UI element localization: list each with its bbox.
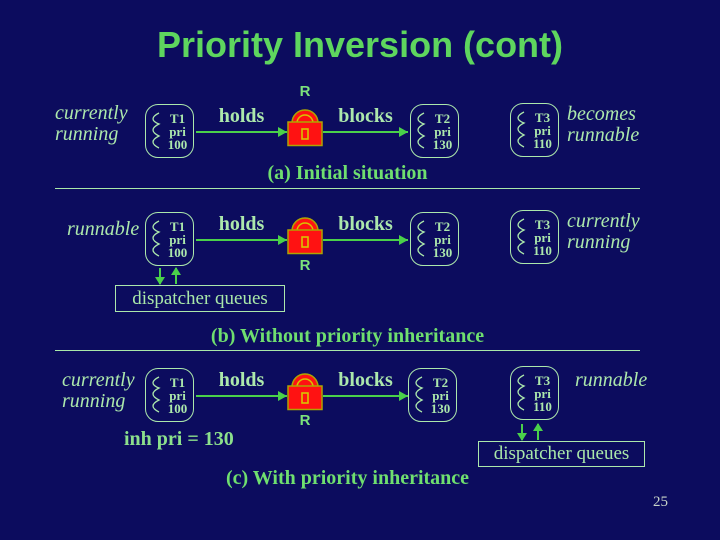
task-pri-label: pri bbox=[169, 231, 186, 247]
task-pri-value: 130 bbox=[432, 244, 453, 260]
task-pri-value: 130 bbox=[430, 400, 451, 416]
dispatcher-down-arrow-c bbox=[517, 424, 527, 441]
annotation-line: runnable bbox=[67, 218, 140, 240]
task-pri-value: 110 bbox=[533, 398, 552, 414]
page-number: 25 bbox=[653, 494, 668, 510]
task-box-t3-c: T3 pri 110 bbox=[510, 366, 559, 420]
blocks-label-a: blocks bbox=[338, 105, 393, 127]
caption-a: (a) Initial situation bbox=[267, 162, 428, 184]
caption-b: (b) Without priority inheritance bbox=[210, 325, 485, 347]
annotation-line: runnable bbox=[567, 124, 640, 146]
task-pri-label: pri bbox=[534, 385, 551, 401]
separator-line bbox=[55, 188, 640, 189]
task-name: T2 bbox=[434, 218, 451, 234]
blocks-arrow-b bbox=[323, 235, 408, 245]
task-squiggle-icon bbox=[417, 112, 426, 149]
task-box-t2-b: T2 pri 130 bbox=[410, 212, 459, 266]
task-name: T1 bbox=[169, 374, 186, 390]
resource-label-b: R bbox=[299, 257, 311, 274]
task-pri-label: pri bbox=[534, 122, 551, 138]
task-pri-value: 100 bbox=[167, 400, 188, 416]
holds-label-b: holds bbox=[218, 213, 265, 235]
dispatcher-down-arrow-b bbox=[155, 268, 165, 285]
task-pri-value: 100 bbox=[167, 136, 188, 152]
annotation-t3-a: becomes runnable bbox=[567, 104, 639, 146]
task-box-t3-a: T3 pri 110 bbox=[510, 103, 559, 157]
annotation-line: runnable bbox=[575, 369, 648, 391]
task-squiggle-icon bbox=[517, 218, 526, 255]
annotation-t3-b: currently running bbox=[567, 211, 640, 253]
annotation-t1-a: currently running bbox=[55, 103, 128, 145]
task-squiggle-icon bbox=[152, 220, 161, 257]
task-squiggle-icon bbox=[417, 220, 426, 257]
blocks-arrow-a bbox=[323, 127, 408, 137]
task-name: T1 bbox=[169, 218, 186, 234]
annotation-t3-c: runnable bbox=[575, 370, 647, 391]
blocks-label-b: blocks bbox=[338, 213, 393, 235]
holds-label-a: holds bbox=[218, 105, 265, 127]
lock-icon-a bbox=[287, 99, 323, 152]
dispatcher-up-arrow-b bbox=[171, 267, 181, 284]
task-pri-label: pri bbox=[434, 123, 451, 139]
task-pri-label: pri bbox=[432, 387, 449, 403]
separator-line bbox=[55, 350, 640, 351]
task-pri-label: pri bbox=[169, 123, 186, 139]
task-box-t1-a: T1 pri 100 bbox=[145, 104, 194, 158]
annotation-t1-c: currently running bbox=[62, 370, 135, 412]
holds-arrow-a bbox=[196, 127, 287, 137]
slide-title: Priority Inversion (cont) bbox=[156, 24, 564, 65]
task-squiggle-icon bbox=[517, 111, 526, 148]
task-pri-value: 110 bbox=[533, 135, 552, 151]
dispatcher-queues-box-c: dispatcher queues bbox=[478, 441, 645, 467]
task-name: T1 bbox=[169, 110, 186, 126]
holds-arrow-c bbox=[196, 391, 287, 401]
task-pri-label: pri bbox=[169, 387, 186, 403]
caption-c: (c) With priority inheritance bbox=[225, 467, 470, 489]
holds-label-c: holds bbox=[218, 369, 265, 391]
annotation-line: currently bbox=[55, 102, 128, 124]
resource-label-a: R bbox=[299, 83, 311, 100]
task-name: T3 bbox=[534, 109, 551, 125]
lock-icon-b bbox=[287, 207, 323, 260]
task-name: T2 bbox=[434, 110, 451, 126]
resource-label-c: R bbox=[299, 412, 311, 429]
task-pri-value: 130 bbox=[432, 136, 453, 152]
task-box-t1-b: T1 pri 100 bbox=[145, 212, 194, 266]
task-box-t2-a: T2 pri 130 bbox=[410, 104, 459, 158]
holds-arrow-b bbox=[196, 235, 287, 245]
task-name: T2 bbox=[432, 374, 449, 390]
dispatcher-queues-box-b: dispatcher queues bbox=[115, 285, 285, 312]
task-squiggle-icon bbox=[152, 376, 161, 413]
task-name: T3 bbox=[534, 372, 551, 388]
task-pri-label: pri bbox=[434, 231, 451, 247]
task-pri-value: 100 bbox=[167, 244, 188, 260]
task-name: T3 bbox=[534, 216, 551, 232]
annotation-t1-b: runnable bbox=[67, 219, 139, 240]
annotation-line: becomes bbox=[567, 103, 636, 125]
annotation-line: currently bbox=[62, 369, 135, 391]
inherited-priority-label: inh pri = 130 bbox=[124, 428, 234, 450]
annotation-line: running bbox=[62, 390, 126, 412]
task-squiggle-icon bbox=[415, 376, 424, 413]
lock-icon-c bbox=[287, 363, 323, 416]
task-box-t2-c: T2 pri 130 bbox=[408, 368, 457, 422]
task-box-t3-b: T3 pri 110 bbox=[510, 210, 559, 264]
dispatcher-up-arrow-c bbox=[533, 423, 543, 440]
task-squiggle-icon bbox=[152, 112, 161, 149]
annotation-line: running bbox=[567, 231, 631, 253]
annotation-line: running bbox=[55, 123, 119, 145]
blocks-label-c: blocks bbox=[338, 369, 393, 391]
annotation-line: currently bbox=[567, 210, 640, 232]
blocks-arrow-c bbox=[323, 391, 408, 401]
task-pri-label: pri bbox=[534, 229, 551, 245]
task-squiggle-icon bbox=[517, 374, 526, 411]
task-box-t1-c: T1 pri 100 bbox=[145, 368, 194, 422]
task-pri-value: 110 bbox=[533, 242, 552, 258]
